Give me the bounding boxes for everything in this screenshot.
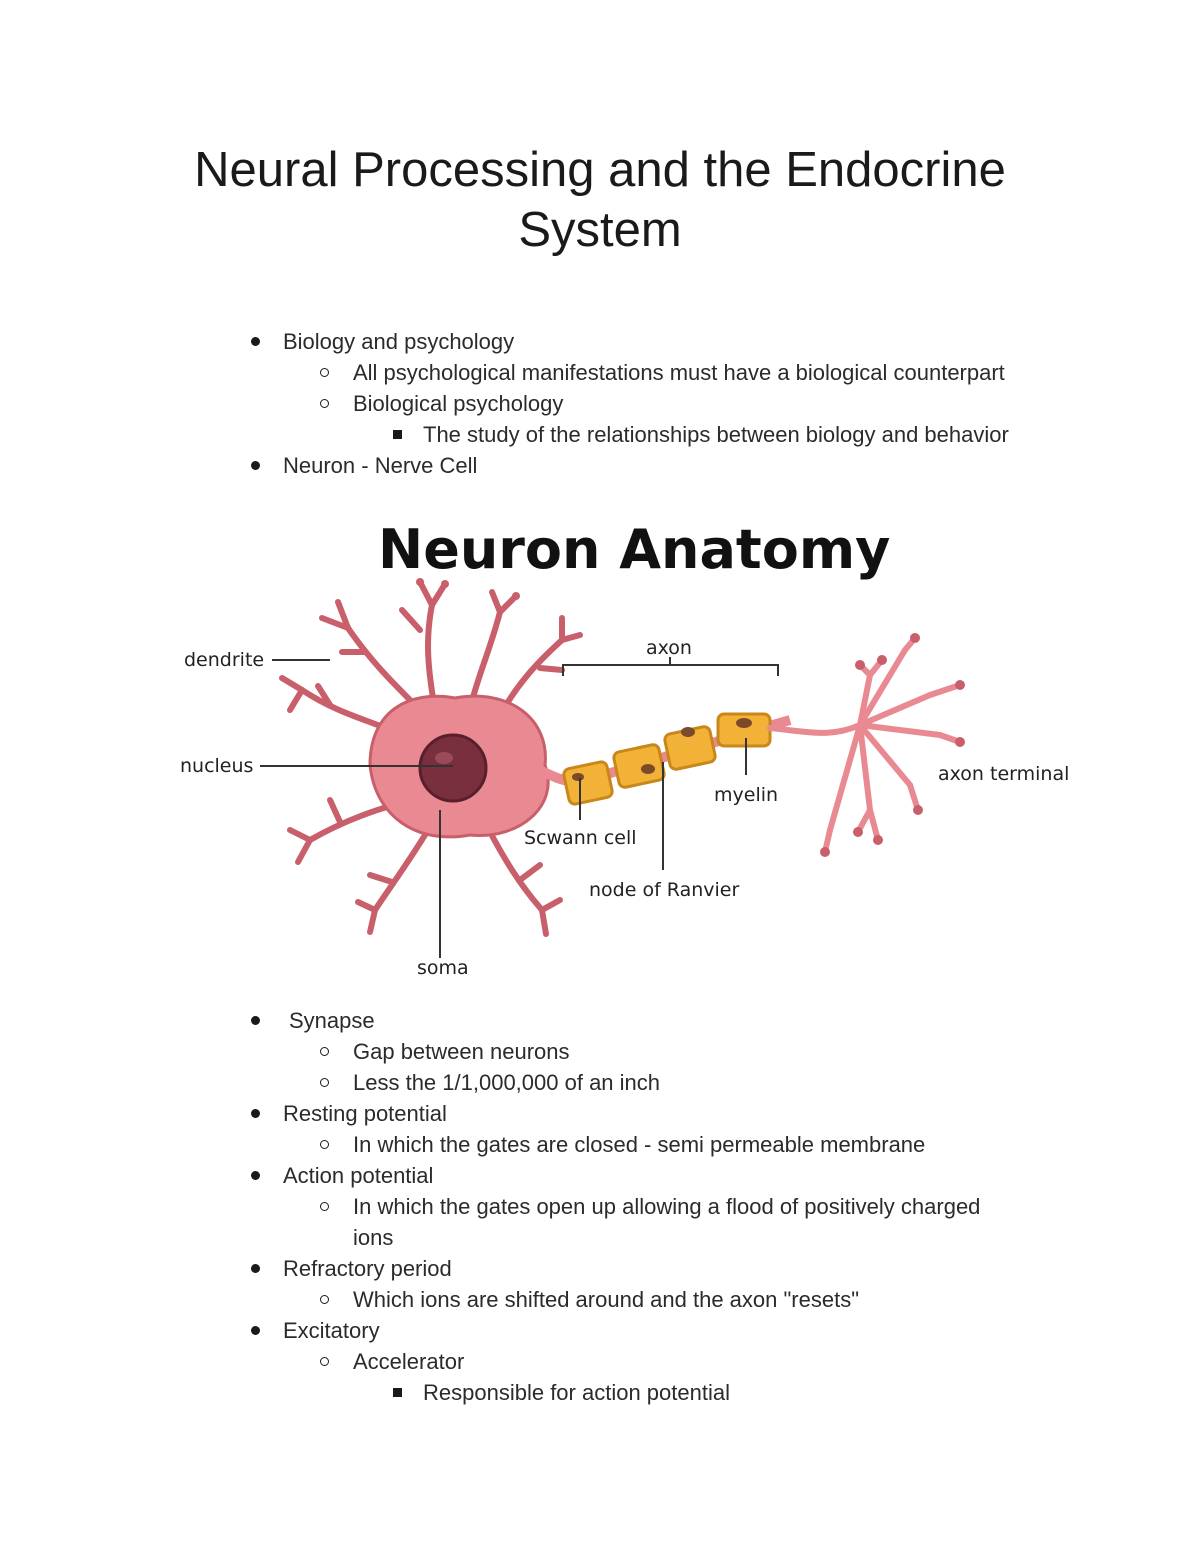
title-line-1: Neural Processing and the Endocrine bbox=[194, 143, 1006, 197]
neuron-illustration bbox=[279, 578, 965, 937]
bullet-marker bbox=[251, 337, 260, 346]
sub-bullet-marker bbox=[320, 1078, 329, 1087]
axon-terminal-bulbs bbox=[416, 578, 965, 857]
list-item: Neuron - Nerve Cell bbox=[283, 453, 478, 478]
label-node-of-ranvier: node of Ranvier bbox=[589, 879, 739, 901]
leader-lines bbox=[260, 657, 779, 958]
list-item: In which the gates are closed - semi per… bbox=[353, 1132, 926, 1157]
sub-bullet-marker bbox=[320, 1202, 329, 1211]
label-dendrite: dendrite bbox=[184, 649, 264, 671]
list-item: Refractory period bbox=[283, 1256, 452, 1281]
bullet-marker bbox=[251, 1109, 260, 1118]
label-nucleus: nucleus bbox=[180, 755, 253, 777]
list-item: Which ions are shifted around and the ax… bbox=[353, 1287, 860, 1312]
neuron-diagram: Neuron Anatomy bbox=[180, 518, 1069, 979]
list-item: The study of the relationships between b… bbox=[423, 422, 1009, 447]
list-item: Synapse bbox=[289, 1008, 375, 1033]
list-item: Biological psychology bbox=[353, 391, 564, 416]
sub-bullet-marker bbox=[320, 1357, 329, 1366]
title-line-2: System bbox=[518, 203, 682, 257]
list-item: Action potential bbox=[283, 1163, 434, 1188]
bullet-marker bbox=[251, 1171, 260, 1180]
figure-heading: Neuron Anatomy bbox=[378, 518, 890, 581]
list-item: All psychological manifestations must ha… bbox=[353, 360, 1005, 385]
bullet-marker bbox=[251, 1264, 260, 1273]
list-item: Less the 1/1,000,000 of an inch bbox=[353, 1070, 661, 1095]
label-axon: axon bbox=[646, 637, 692, 659]
axon-terminal-branches bbox=[767, 635, 963, 855]
list-item: Responsible for action potential bbox=[423, 1380, 730, 1405]
document-title: Neural Processing and the Endocrine Syst… bbox=[0, 140, 1200, 260]
sub-sub-bullet-marker bbox=[393, 1388, 402, 1397]
label-soma: soma bbox=[417, 957, 469, 979]
sub-sub-bullet-marker bbox=[393, 430, 402, 439]
sub-bullet-marker bbox=[320, 1295, 329, 1304]
myelin-sheath bbox=[562, 712, 772, 806]
list-item: In which the gates open up allowing a fl… bbox=[353, 1194, 981, 1219]
nucleus-shape bbox=[418, 733, 488, 803]
label-schwann-cell: Scwann cell bbox=[524, 827, 637, 849]
list-item: Gap between neurons bbox=[353, 1039, 570, 1064]
sub-bullet-marker bbox=[320, 399, 329, 408]
sub-bullet-marker bbox=[320, 1047, 329, 1056]
neuron-anatomy-figure: Neuron Anatomy bbox=[170, 510, 1090, 990]
label-myelin: myelin bbox=[714, 784, 778, 806]
sub-bullet-marker bbox=[320, 368, 329, 377]
list-item: Resting potential bbox=[283, 1101, 447, 1126]
list-item: Excitatory bbox=[283, 1318, 380, 1343]
list-item: Biology and psychology bbox=[283, 329, 515, 354]
list-item: Accelerator bbox=[353, 1349, 465, 1374]
bullet-marker bbox=[251, 1016, 260, 1025]
bullet-marker bbox=[251, 461, 260, 470]
sub-bullet-marker bbox=[320, 1140, 329, 1149]
label-axon-terminal: axon terminal bbox=[938, 763, 1069, 785]
list-item-continuation: ions bbox=[353, 1225, 394, 1250]
bullet-marker bbox=[251, 1326, 260, 1335]
